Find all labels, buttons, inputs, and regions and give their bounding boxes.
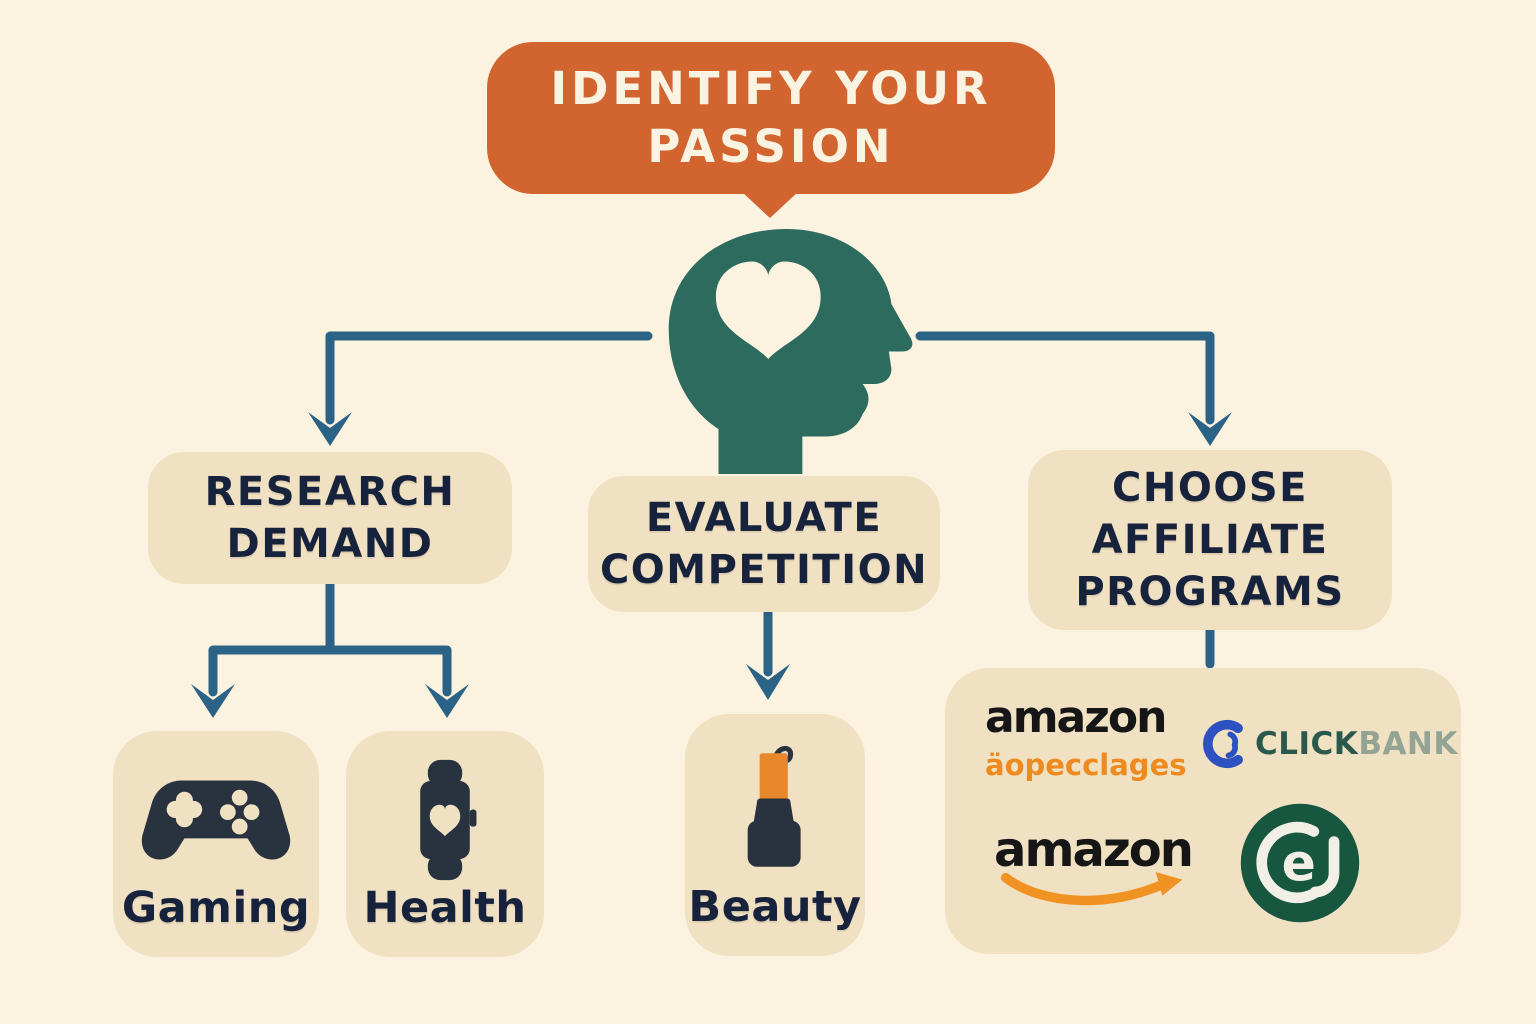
arrowhead-beauty [746,664,790,700]
niche-label-health: Health [363,883,527,933]
step-box-choose-affiliate-programs: CHOOSE AFFILIATE PROGRAMS [1028,450,1392,630]
arrowhead-affiliate [1188,412,1232,446]
amazon-associates-logo: amazon äopecclages [985,692,1187,783]
connector-head-to-research [325,331,653,425]
smartwatch-heart-icon [404,757,486,883]
niche-label-gaming: Gaming [121,883,311,933]
niche-card-beauty: Beauty [685,714,865,956]
clickbank-mark-icon [1203,719,1243,769]
cj-logo: e [1237,800,1363,930]
amazon-smile-icon [1000,872,1183,906]
arrowhead-gaming [191,684,235,718]
cj-letter-e: e [1282,834,1316,893]
clickbank-text-bank: BANK [1358,726,1458,762]
step-label-line: AFFILIATE [1091,517,1329,563]
step-label-line: RESEARCH [204,469,456,515]
step-label-line: PROGRAMS [1075,569,1345,615]
step-label-line: DEMAND [226,521,434,567]
connector-head-to-affiliate [915,331,1215,425]
amazon-logo: amazon [993,822,1194,916]
connector-research-fork [208,579,452,697]
step-label-line: COMPETITION [599,547,929,593]
step-label-line: CHOOSE [1112,465,1308,511]
niche-label-beauty: Beauty [688,882,862,932]
arrowhead-research [308,412,352,446]
step-label-line: EVALUATE [645,495,883,541]
head-with-heart-icon [668,229,913,474]
bubble-title-line2: PASSION [647,120,895,173]
step-box-evaluate-competition: EVALUATE COMPETITION [588,476,940,612]
amazon-associates-subtext: äopecclages [985,748,1187,782]
passion-bubble: IDENTIFY YOUR PASSION [487,42,1055,194]
bubble-title-line1: IDENTIFY YOUR [550,62,992,116]
arrowhead-health [425,684,469,718]
cj-mark-icon: e [1240,803,1360,923]
niche-card-gaming: Gaming [113,731,319,957]
clickbank-text-click: CLICK [1255,726,1359,762]
niche-card-health: Health [346,731,544,957]
gamepad-icon [137,757,295,883]
lipstick-icon [734,732,816,882]
step-box-research-demand: RESEARCH DEMAND [148,452,512,584]
amazon-wordmark: amazon [994,822,1194,878]
amazon-associates-wordmark: amazon [985,692,1167,743]
bubble-tail [742,192,798,218]
